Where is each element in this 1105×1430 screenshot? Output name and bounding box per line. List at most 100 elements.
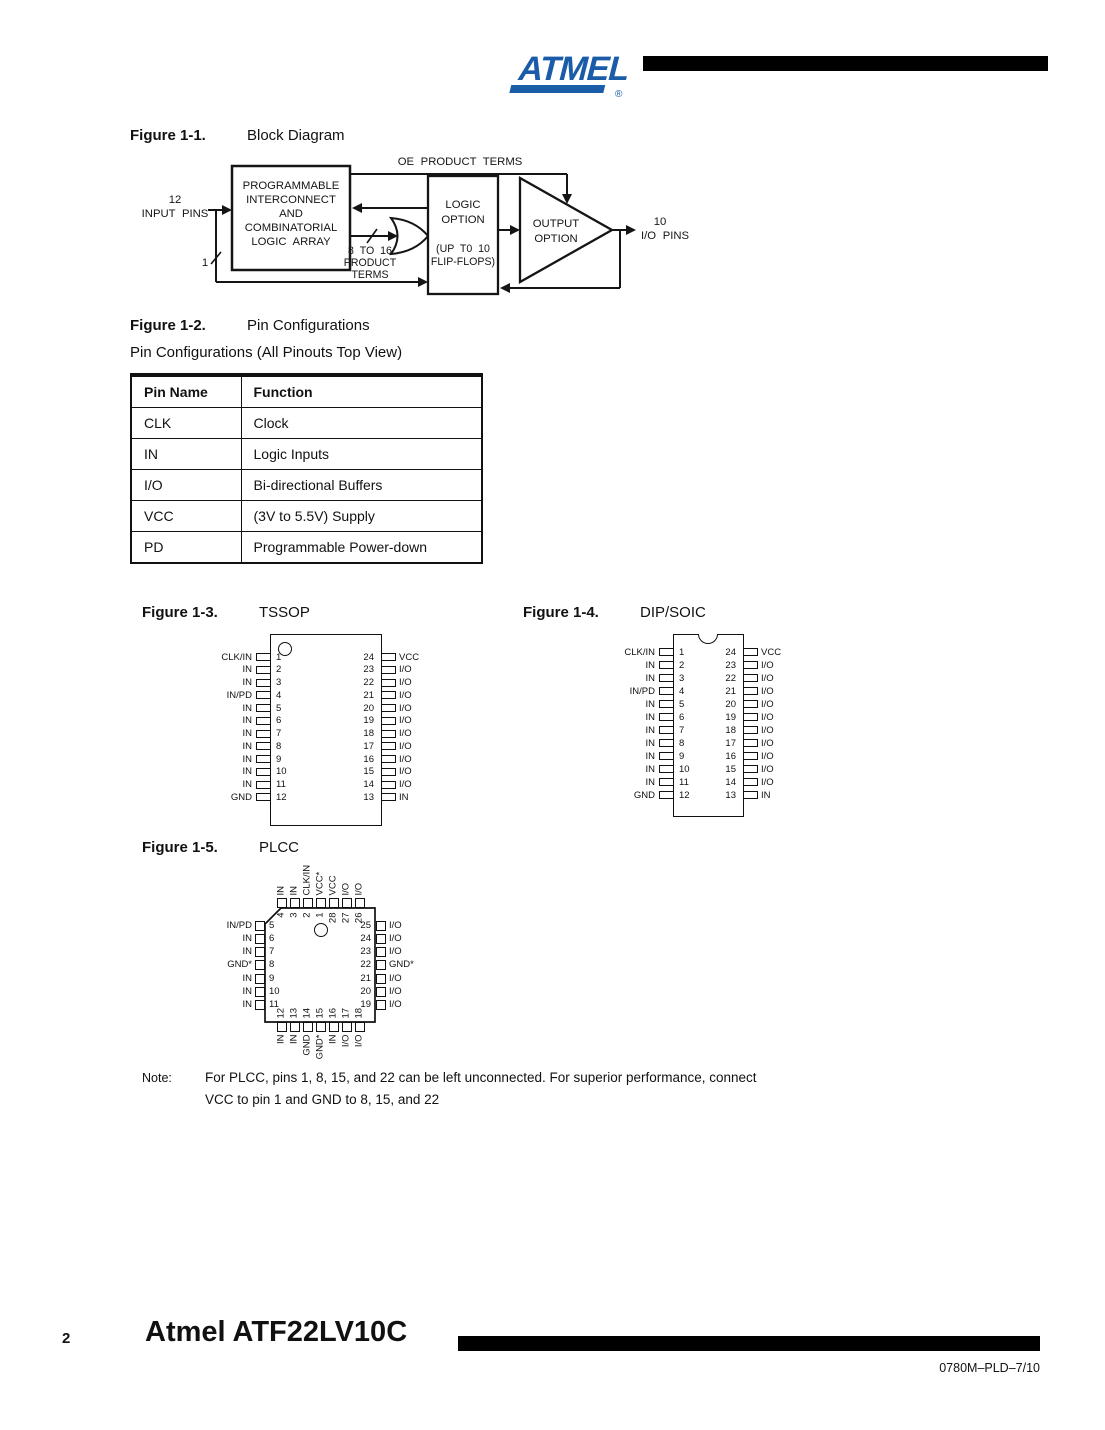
pin-box	[256, 691, 271, 700]
figure-1-3-label: Figure 1-3.	[142, 604, 218, 621]
pin-number: 8	[679, 737, 685, 749]
pin-label: I/O	[399, 715, 412, 727]
pin-label: I/O	[761, 672, 774, 684]
pin-label: I/O	[389, 946, 402, 958]
pin-box	[743, 661, 758, 669]
pin-number: 11	[269, 999, 279, 1011]
pin-number: 20	[360, 986, 371, 997]
pin-label: IN	[242, 740, 253, 752]
pin-box	[743, 778, 758, 786]
figure-1-2-title: Pin Configurations	[247, 317, 370, 334]
pin-label: I/O	[761, 724, 774, 736]
pin-box	[256, 767, 271, 776]
pin-label: IN	[645, 737, 656, 749]
input-count: 12	[169, 194, 182, 206]
pin-table-cell: VCC	[130, 500, 242, 532]
pin-label: GND*	[227, 959, 252, 971]
pin-box	[255, 920, 265, 931]
pin-number: 12	[276, 791, 287, 803]
pin-number: 24	[725, 646, 736, 658]
pin-label: IN	[645, 711, 656, 723]
pin-box	[743, 765, 758, 773]
pin-number: 13	[725, 789, 736, 801]
pin-label: IN	[645, 672, 656, 684]
pin-box	[256, 755, 271, 763]
pin-box	[743, 791, 758, 799]
pin-number: 11	[276, 779, 286, 790]
output-option-triangle	[518, 176, 615, 284]
pin-box	[376, 960, 386, 971]
pin-box	[659, 648, 674, 656]
pin-number: 15	[363, 766, 374, 778]
document-number: 0780M–PLD–7/10	[939, 1361, 1040, 1375]
pin-label: I/O	[399, 664, 412, 676]
atmel-logo-text: ATMEL	[515, 50, 630, 87]
pin-box	[289, 898, 300, 908]
pin-box	[381, 704, 396, 712]
product-terms-line: 8 TO 16	[348, 245, 392, 257]
figure-1-5-label: Figure 1-5.	[142, 839, 218, 856]
pin-number: 14	[363, 779, 374, 790]
pin-number: 22	[363, 677, 374, 688]
pin-label: IN	[242, 779, 253, 790]
pin-label: I/O	[761, 711, 774, 723]
pin-table-row: VCC(3V to 5.5V) Supply	[130, 500, 483, 532]
pin-number: 23	[360, 946, 371, 958]
pin-box	[659, 752, 674, 760]
pin-table-cell: CLK	[130, 407, 242, 439]
pin-number: 11	[679, 776, 689, 788]
bus-slash-1	[210, 251, 222, 265]
pin-label: I/O	[761, 659, 774, 671]
pin-box	[381, 653, 396, 661]
pin-box	[659, 687, 674, 695]
figure-1-3-title: TSSOP	[259, 604, 310, 621]
logic-option-subline: FLIP-FLOPS)	[431, 256, 495, 268]
pin-box	[381, 742, 396, 751]
pin-label: IN	[242, 715, 253, 727]
pin-box	[256, 780, 271, 789]
pin-box	[381, 665, 396, 674]
product-terms-line: PRODUCT	[344, 257, 397, 269]
interconnect-line: COMBINATORIAL	[245, 222, 337, 234]
pin-box	[659, 791, 674, 799]
pin-label: I/O	[399, 753, 412, 765]
pin-number: 13	[363, 791, 374, 803]
pin-box	[381, 716, 396, 725]
pin-box	[381, 691, 396, 700]
block-diagram: 12 INPUT PINS 1 PROGRAMMABLE INTERCONNEC…	[142, 156, 690, 296]
pin-number: 24	[360, 932, 371, 944]
pin-number: 10	[269, 986, 280, 997]
pin-number: 22	[360, 959, 371, 971]
pin-box	[743, 713, 758, 721]
product-terms-line: TERMS	[351, 269, 388, 281]
interconnect-line: PROGRAMMABLE	[243, 180, 340, 192]
arrow-feedback-left	[352, 203, 362, 213]
pin-box	[354, 1022, 365, 1032]
arrow-oe-down	[562, 194, 572, 204]
pin-box	[743, 687, 758, 695]
pin-number: 9	[269, 972, 275, 984]
pin-label: IN/PD	[629, 685, 655, 697]
pin-table-cell: Logic Inputs	[240, 438, 483, 470]
pin-box	[341, 1022, 352, 1032]
pin-box	[255, 947, 265, 958]
pin-box	[276, 898, 287, 908]
pin-label: IN	[242, 766, 253, 778]
pin-label: IN	[761, 789, 771, 801]
figure-1-3-caption: Figure 1-3. TSSOP	[142, 604, 310, 621]
pin-number: 20	[363, 702, 374, 714]
pin-label: IN	[242, 664, 253, 676]
figure-1-5-title: PLCC	[259, 839, 300, 856]
pin-table-cell: Programmable Power-down	[240, 531, 483, 564]
pin-number: 14	[301, 1007, 313, 1019]
figure-1-5-caption: Figure 1-5. PLCC	[142, 839, 299, 856]
pin-label: I/O	[399, 689, 412, 701]
pin-box	[256, 716, 271, 725]
figure-1-1-title: Block Diagram	[247, 127, 345, 144]
pin-number: 6	[679, 711, 685, 723]
pin-number: 10	[276, 766, 287, 778]
pin-box	[376, 987, 386, 997]
